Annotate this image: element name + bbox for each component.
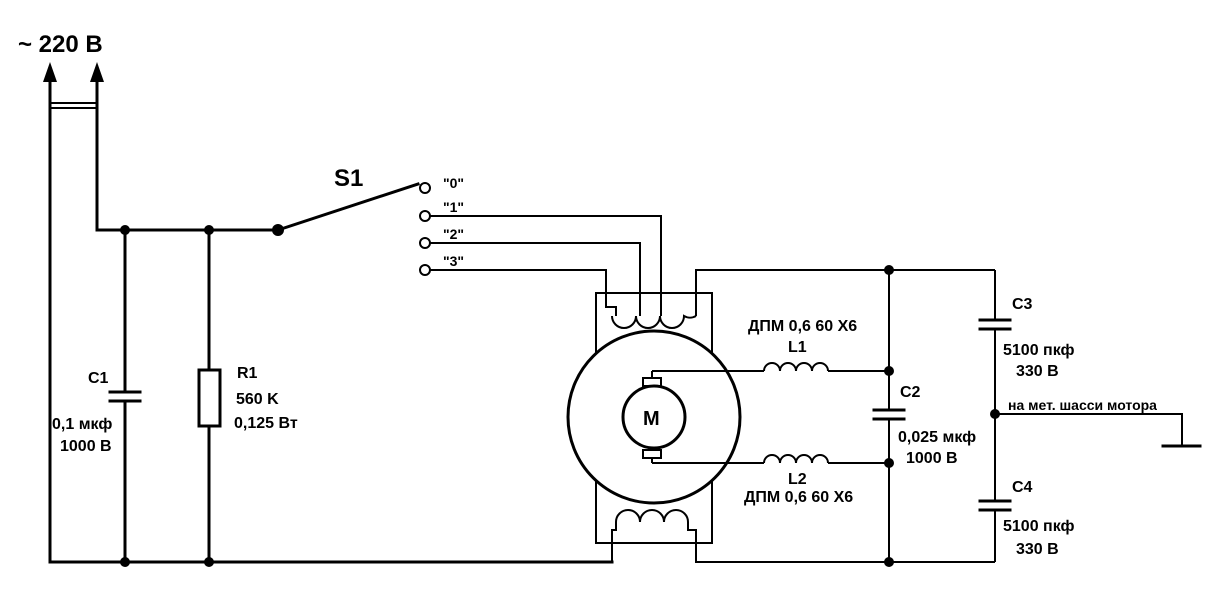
l2-type: ДПМ 0,6 60 Х6 <box>744 489 853 506</box>
switch-position-3: "3" <box>443 253 464 269</box>
motor-bottom-winding-icon <box>615 509 689 523</box>
inductor-l2: L2 ДПМ 0,6 60 Х6 <box>666 454 889 506</box>
supply-input: ~ 220 В <box>18 31 104 564</box>
c3-name: C3 <box>1012 296 1033 313</box>
r1-power: 0,125 Вт <box>234 415 298 432</box>
switch-s1: S1 "0" "1" "2" "3" <box>276 165 464 276</box>
l1-type: ДПМ 0,6 60 Х6 <box>748 318 857 335</box>
capacitor-c4: C4 5100 пкф 330 В <box>978 414 1075 562</box>
switch-position-2: "2" <box>443 226 464 242</box>
supply-arrow-left-icon <box>43 62 57 82</box>
c2-name: C2 <box>900 384 921 401</box>
l1-name: L1 <box>788 339 807 356</box>
r1-name: R1 <box>237 365 258 382</box>
s1-name: S1 <box>334 165 363 192</box>
capacitor-c1: C1 0,1 мкф 1000 В <box>52 228 142 564</box>
capacitor-c2: C2 0,025 мкф 1000 В <box>872 270 976 562</box>
l2-coil-icon <box>763 454 829 464</box>
motor-label: M <box>643 408 660 430</box>
inductor-l1: ДПМ 0,6 60 Х6 L1 <box>666 318 889 372</box>
c3-value: 5100 пкф <box>1003 342 1075 359</box>
supply-arrow-right-icon <box>90 62 104 82</box>
supply-label: ~ 220 В <box>18 31 103 58</box>
c4-name: C4 <box>1012 479 1033 496</box>
switch-position-1: "1" <box>443 199 464 215</box>
chassis-ground: на мет. шасси мотора <box>995 397 1202 448</box>
r1-value: 560 K <box>236 391 279 408</box>
l1-coil-icon <box>763 362 829 372</box>
c1-value: 0,1 мкф <box>52 416 112 433</box>
capacitor-c3: C3 5100 пкф 330 В <box>978 270 1075 414</box>
c1-name: C1 <box>88 370 109 387</box>
resistor-r1: R1 560 K 0,125 Вт <box>197 228 298 564</box>
c4-value: 5100 пкф <box>1003 518 1075 535</box>
c2-value: 0,025 мкф <box>898 429 976 446</box>
l2-name: L2 <box>788 471 807 488</box>
chassis-label: на мет. шасси мотора <box>1008 397 1157 413</box>
motor-m: M <box>566 269 995 563</box>
c3-voltage: 330 В <box>1016 363 1059 380</box>
c1-voltage: 1000 В <box>60 438 112 455</box>
c2-voltage: 1000 В <box>906 450 958 467</box>
c4-voltage: 330 В <box>1016 541 1059 558</box>
switch-position-0: "0" <box>443 175 464 191</box>
motor-top-winding-icon <box>611 314 697 329</box>
